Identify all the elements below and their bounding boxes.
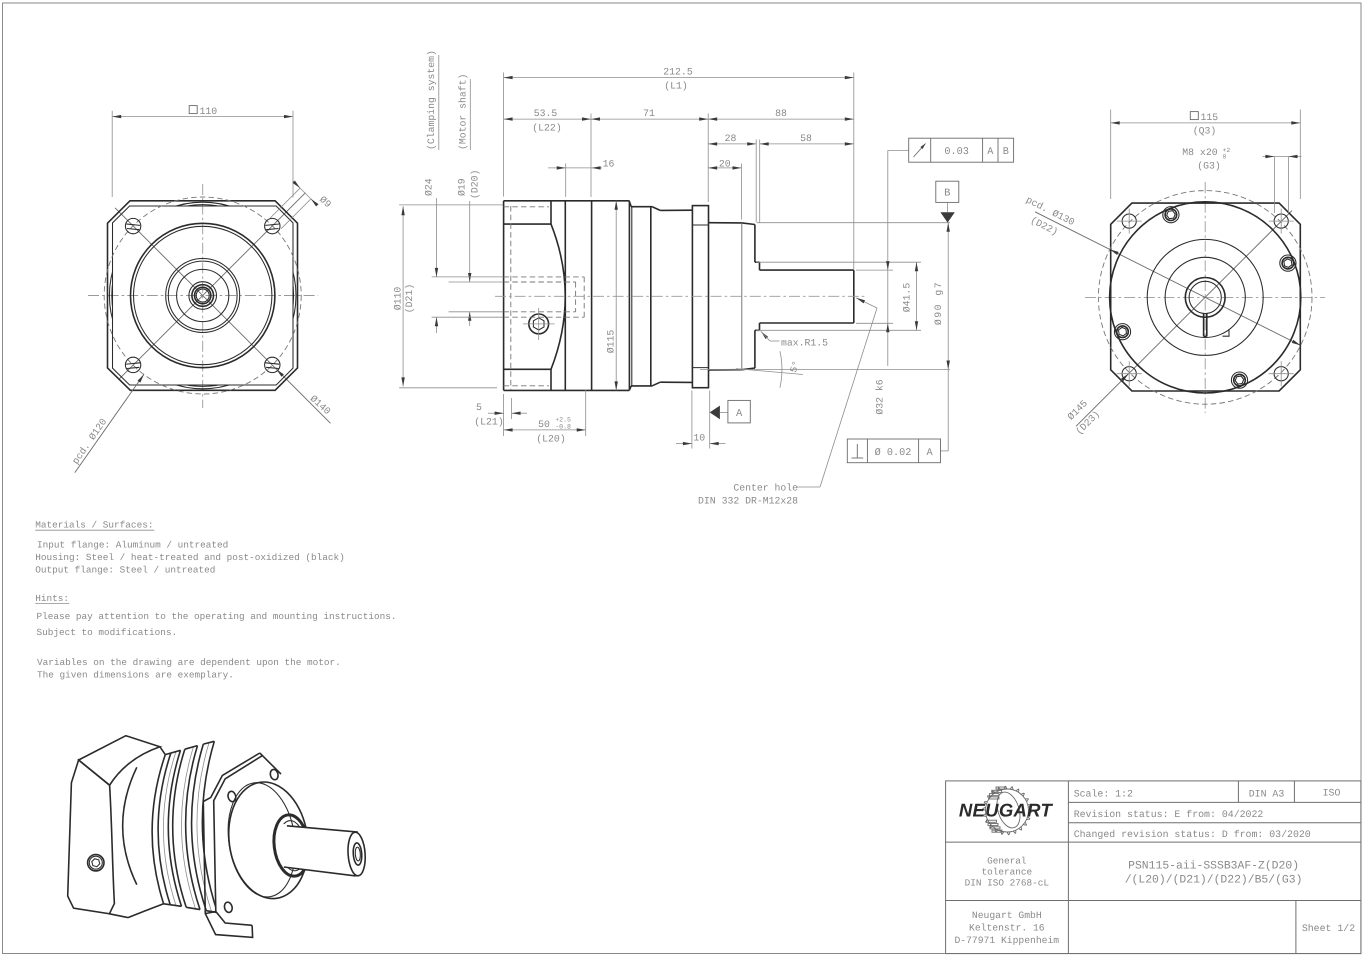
svg-text:10: 10 [693, 433, 705, 444]
svg-text:212.5: 212.5 [663, 67, 693, 78]
svg-text:Materials / Surfaces:: Materials / Surfaces: [35, 520, 153, 531]
svg-text:(L20): (L20) [536, 434, 565, 445]
svg-text:(Clamping system): (Clamping system) [426, 50, 437, 150]
svg-text:Input flange: Aluminum / untre: Input flange: Aluminum / untreated [37, 539, 228, 550]
svg-text:0.03: 0.03 [944, 147, 968, 158]
svg-text:(L1): (L1) [664, 80, 688, 91]
svg-text:71: 71 [643, 108, 655, 119]
svg-text:Ø 0.02: Ø 0.02 [875, 448, 912, 459]
svg-text:+2.5: +2.5 [555, 417, 571, 424]
svg-text:Keltenstr. 16: Keltenstr. 16 [969, 922, 1045, 933]
svg-text:0: 0 [1223, 154, 1227, 161]
svg-text:(Q3): (Q3) [1193, 125, 1217, 136]
svg-text:(D21): (D21) [404, 284, 415, 313]
svg-text:(G3): (G3) [1197, 160, 1221, 171]
svg-text:Ø115: Ø115 [605, 330, 616, 354]
svg-text:The given dimensions are exemp: The given dimensions are exemplary. [37, 670, 234, 681]
svg-text:Ø24: Ø24 [423, 178, 434, 196]
svg-text:tolerance: tolerance [981, 866, 1032, 877]
svg-text:Revision status: E from: 04/2: Revision status: E from: 04/2022 [1074, 809, 1264, 820]
svg-text:General: General [987, 855, 1027, 866]
svg-text:28: 28 [725, 133, 737, 144]
svg-text:(D20): (D20) [470, 170, 481, 199]
svg-text:Ø110: Ø110 [392, 287, 403, 311]
svg-text:Ø90 g7: Ø90 g7 [933, 281, 944, 325]
svg-text:Output flange: Steel / untreat: Output flange: Steel / untreated [35, 564, 215, 575]
svg-text:(Motor shaft): (Motor shaft) [457, 74, 468, 150]
svg-text:Ø32 k6: Ø32 k6 [874, 379, 885, 414]
svg-text:B: B [944, 188, 950, 200]
svg-text:M8 x20: M8 x20 [1182, 147, 1217, 158]
svg-text:Housing: Steel / heat-treated: Housing: Steel / heat-treated and post-o… [35, 552, 344, 563]
svg-text:5: 5 [476, 402, 482, 413]
svg-text:+2: +2 [1223, 147, 1231, 154]
svg-text:Hints:: Hints: [35, 593, 69, 604]
svg-text:5°: 5° [788, 360, 802, 374]
svg-text:-0.8: -0.8 [555, 424, 571, 431]
svg-text:A: A [736, 408, 743, 420]
svg-text:ISO: ISO [1323, 788, 1341, 799]
svg-text:PSN115-aii-SSSB3AF-Z(D20): PSN115-aii-SSSB3AF-Z(D20) [1128, 860, 1299, 873]
svg-text:(L21): (L21) [474, 417, 503, 428]
svg-text:50: 50 [538, 419, 550, 430]
svg-text:A: A [926, 448, 933, 459]
svg-text:Please pay attention to the op: Please pay attention to the operating an… [37, 611, 397, 622]
svg-text:DIN A3: DIN A3 [1249, 789, 1285, 800]
svg-text:Center hole: Center hole [733, 482, 798, 493]
svg-text:Subject to modifications.: Subject to modifications. [37, 627, 178, 638]
svg-text:Neugart GmbH: Neugart GmbH [972, 910, 1042, 921]
svg-text:DIN ISO 2768-cL: DIN ISO 2768-cL [965, 877, 1050, 888]
svg-text:(L22): (L22) [532, 123, 561, 134]
svg-text:115: 115 [1201, 112, 1219, 123]
svg-text:Ø41.5: Ø41.5 [902, 283, 913, 313]
svg-text:Ø19: Ø19 [457, 178, 468, 196]
svg-text:/(L20)/(D21)/(D22)/B5/(G3): /(L20)/(D21)/(D22)/B5/(G3) [1125, 874, 1303, 887]
svg-text:53.5: 53.5 [534, 108, 558, 119]
svg-text:20: 20 [719, 158, 731, 169]
svg-text:A: A [987, 147, 994, 158]
svg-text:58: 58 [800, 133, 812, 144]
svg-text:16: 16 [603, 158, 615, 169]
svg-text:Scale: 1:2: Scale: 1:2 [1074, 789, 1133, 800]
svg-text:max.R1.5: max.R1.5 [781, 337, 828, 348]
svg-text:Sheet 1/2: Sheet 1/2 [1302, 923, 1355, 934]
svg-text:Changed revision status: D fr: Changed revision status: D from: 03/2020 [1074, 829, 1311, 840]
svg-text:88: 88 [775, 108, 787, 119]
svg-text:D-77971 Kippenheim: D-77971 Kippenheim [954, 935, 1059, 946]
svg-text:DIN 332 DR-M12x28: DIN 332 DR-M12x28 [698, 495, 798, 506]
svg-text:Variables on the drawing are d: Variables on the drawing are dependent u… [37, 657, 341, 668]
svg-text:NEUGART: NEUGART [959, 800, 1054, 821]
svg-text:B: B [1003, 147, 1009, 158]
svg-text:110: 110 [200, 106, 218, 117]
